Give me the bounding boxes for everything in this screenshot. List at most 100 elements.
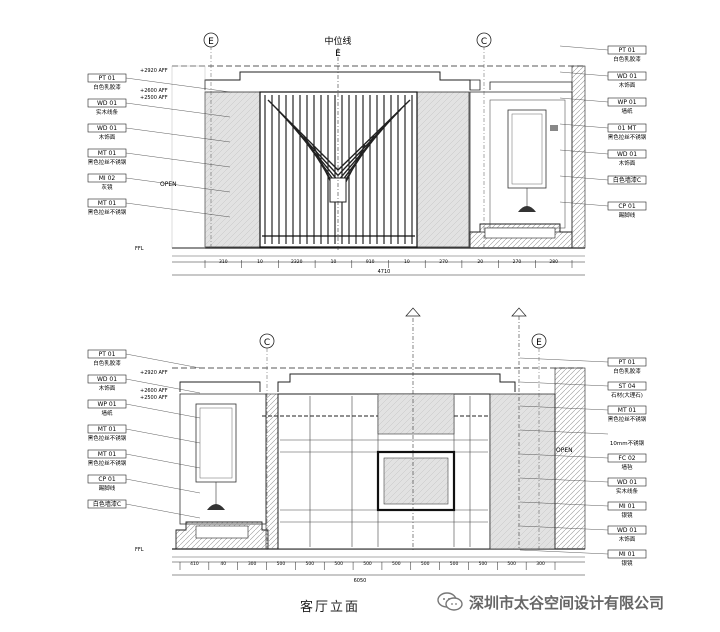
tag-desc: 黑色拉丝不锈钢: [88, 459, 127, 467]
tag-code: MI 02: [99, 175, 116, 182]
tag-code: PT 01: [619, 47, 636, 54]
leader-line: [125, 77, 231, 93]
leader-line: [519, 405, 609, 411]
dim-label: 910: [366, 259, 375, 265]
leader-line: [519, 357, 609, 363]
top-elevation: E C 中位线 E +2920 AFF +2600 AFF +2500 AFF …: [87, 32, 647, 276]
dim-label: 500: [507, 561, 516, 567]
leader-line: [125, 453, 201, 469]
tag-code: WP 01: [617, 99, 636, 106]
leader-line: [519, 429, 609, 435]
dim-label: 10: [331, 259, 337, 265]
tag-desc: 墙纸: [621, 107, 633, 115]
tag-desc: 银镜: [621, 511, 633, 519]
dim-label: 310: [219, 259, 228, 265]
leader-line: [125, 102, 231, 118]
leader-line: [125, 478, 201, 494]
tag-desc: 黑色拉丝不锈钢: [88, 434, 127, 442]
bottom-elevation: C E +2920 AFF +2600 AFF +2500 AFF OPEN F…: [87, 307, 647, 584]
leader-line: [125, 152, 231, 168]
watermark-text: 深圳市太谷空间设计有限公司: [469, 593, 665, 612]
leader-line: [125, 503, 201, 519]
open-label: OPEN: [556, 447, 573, 454]
tag-desc: 白色乳胶漆: [93, 359, 121, 367]
tag-code: WD 01: [617, 527, 637, 534]
tag-desc: 墙毡: [621, 463, 633, 471]
tag-code: 白色墙漆C: [613, 176, 641, 184]
tag-code: WD 01: [617, 151, 637, 158]
dim-label: 410: [190, 561, 199, 567]
axis-label: C: [481, 37, 487, 47]
axis-label: E: [208, 37, 214, 47]
tag-desc: 墙纸: [101, 409, 113, 417]
stone-wall-right: [489, 393, 556, 550]
tag-desc: 灰镜: [101, 183, 113, 191]
tag-code: ST 04: [618, 383, 635, 390]
tag-desc: 实木线条: [616, 487, 639, 495]
dim-label: 500: [450, 561, 459, 567]
tag-desc: 黑色拉丝不锈钢: [608, 133, 647, 141]
tag-desc: 银镜: [621, 559, 633, 567]
tag-desc: 10mm不锈钢: [610, 439, 645, 447]
leader-line: [519, 453, 609, 459]
dim-label: 40: [220, 561, 226, 567]
floor-mark: FFL: [135, 547, 144, 553]
tag-desc: 木饰面: [99, 384, 116, 392]
leader-line: [125, 378, 201, 394]
tag-desc: 踢脚线: [99, 484, 116, 492]
dim-label: 500: [421, 561, 430, 567]
dim-label: 500: [334, 561, 343, 567]
tag-code: WD 01: [617, 73, 637, 80]
dim-label: 500: [277, 561, 286, 567]
tag-code: CP 01: [98, 476, 116, 483]
tag-desc: 木饰面: [619, 81, 636, 89]
axis-mark-C-bottom: [259, 333, 275, 349]
leader-line: [559, 71, 609, 77]
level-mark: +2920 AFF: [140, 68, 168, 74]
axis-label: C: [264, 338, 270, 348]
stone-wall-left: [204, 91, 261, 248]
tag-desc: 白色乳胶漆: [613, 55, 641, 63]
chevron-slat: [267, 99, 411, 171]
leader-line: [519, 525, 609, 531]
tag-desc: 黑色拉丝不锈钢: [608, 415, 647, 423]
dim-label: 500: [392, 561, 401, 567]
level-mark: +2920 AFF: [140, 370, 168, 376]
tag-code: MT 01: [98, 451, 117, 458]
dim-label: 300: [536, 561, 545, 567]
tag-code: WD 01: [97, 125, 117, 132]
tag-code: 白色墙漆C: [93, 500, 121, 508]
level-mark: +2500 AFF: [140, 95, 168, 101]
left-wall-panel: [179, 393, 267, 525]
total-dimension: 4710: [378, 269, 391, 275]
leader-line: [519, 477, 609, 483]
dim-label: 20: [477, 259, 483, 265]
leader-line: [559, 175, 609, 181]
leader-line: [125, 403, 201, 419]
tag-desc: 木饰面: [99, 133, 116, 141]
tag-code: WD 01: [617, 479, 637, 486]
tag-desc: 木饰面: [619, 535, 636, 543]
dim-label: 500: [363, 561, 372, 567]
tag-code: 01 MT: [618, 125, 637, 132]
level-mark: +2600 AFF: [140, 388, 168, 394]
leader-line: [559, 97, 609, 103]
tag-code: WD 01: [97, 100, 117, 107]
tag-code: FC 02: [618, 455, 635, 462]
dim-label: 10: [257, 259, 263, 265]
tag-desc: 黑色拉丝不锈钢: [88, 208, 127, 216]
center-mark: E: [335, 49, 341, 59]
tag-desc: 黑色拉丝不锈钢: [88, 158, 127, 166]
dim-label: 270: [513, 259, 522, 265]
floor-mark: FFL: [135, 246, 144, 252]
tag-code: MI 01: [619, 503, 636, 510]
leader-line: [125, 353, 201, 369]
dim-label: 2320: [291, 259, 303, 265]
tag-code: WP 01: [97, 401, 116, 408]
center-line-label: 中位线: [324, 35, 351, 47]
